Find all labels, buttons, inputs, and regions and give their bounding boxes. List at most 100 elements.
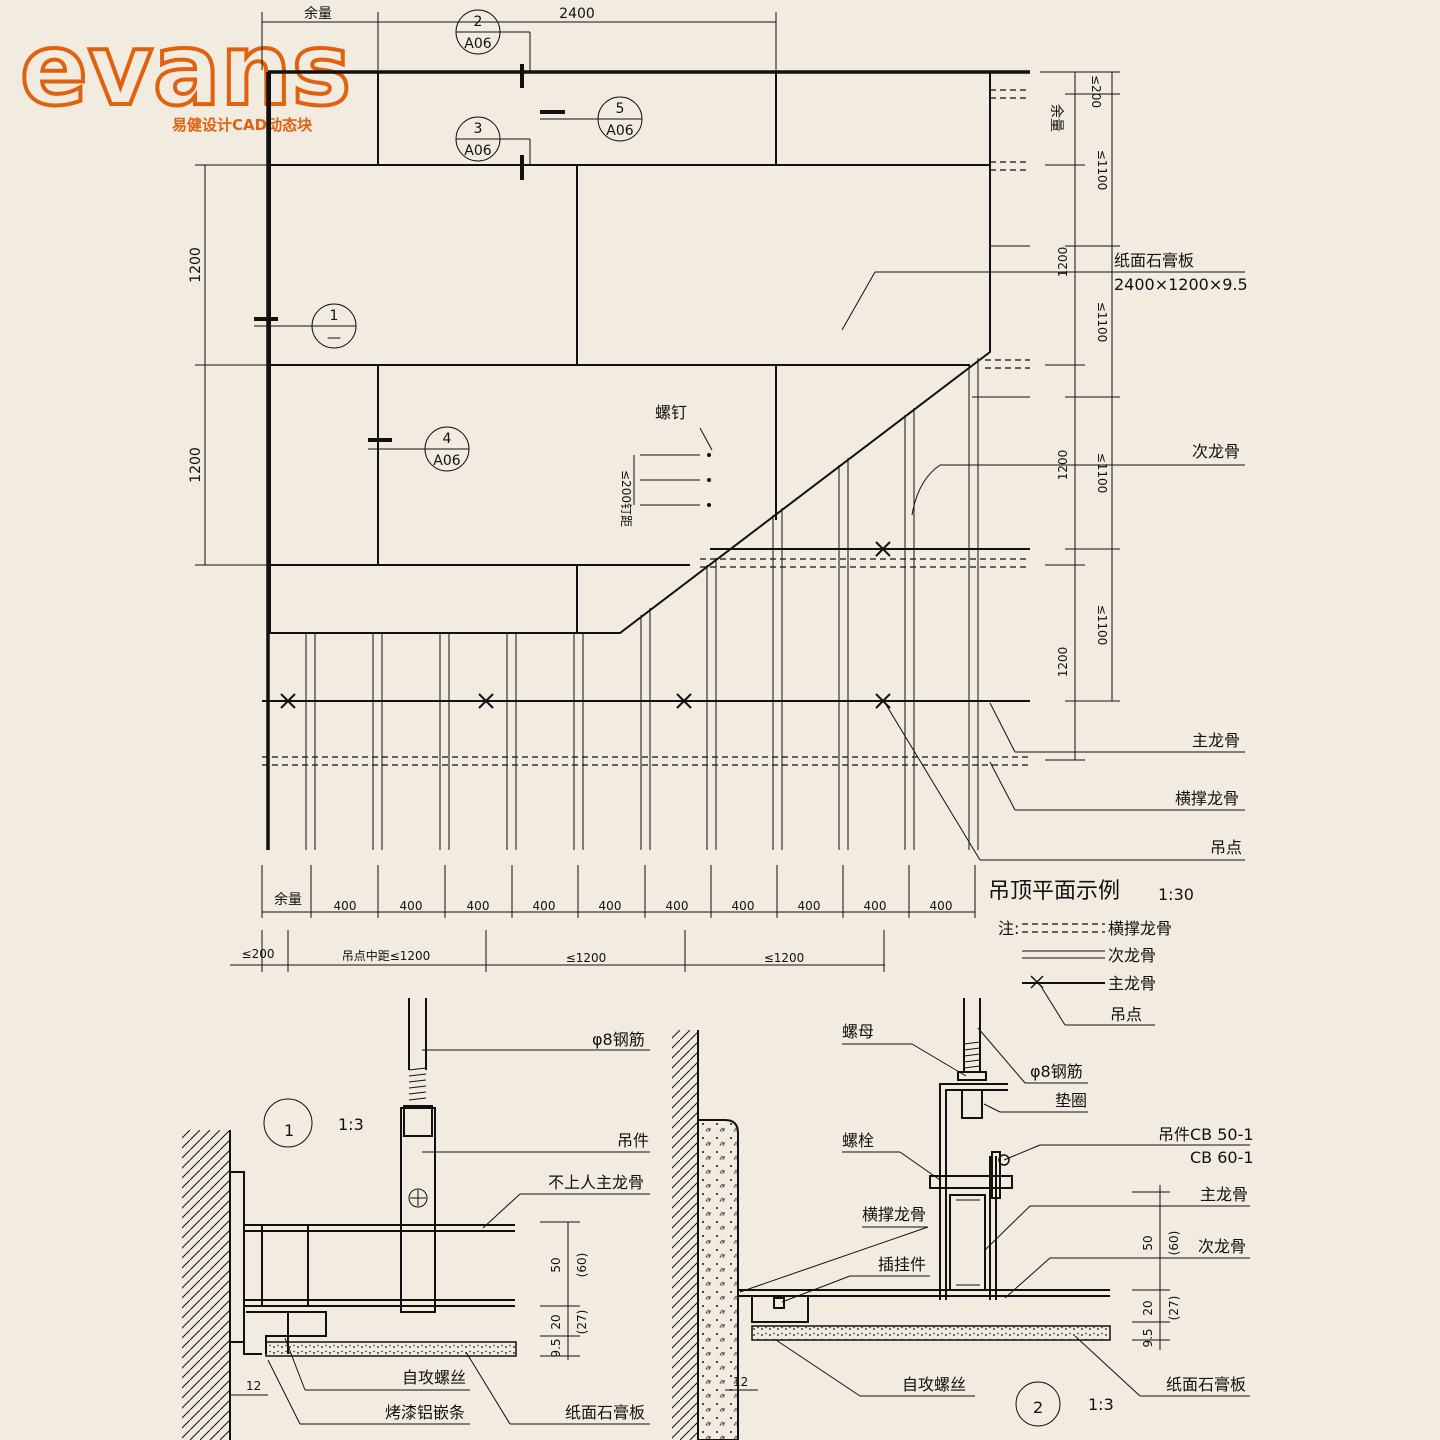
drawing-text: ≤1100 [1095,605,1109,646]
label-cross-keel: 横撑龙骨 [1175,789,1239,808]
label-hanger-point: 吊点 [1210,838,1242,857]
drawing-text: 次龙骨 [1198,1237,1246,1256]
drawing-text: ≤200 [1089,75,1103,108]
drawing-text: A06 [464,36,491,52]
callout-1: 1 — [254,303,357,349]
drawing-text: 4 [443,431,452,447]
drawing-text: 20 [549,1314,563,1329]
plan-title: 吊顶平面示例 [988,879,1120,904]
drawing-text: 12 [733,1375,748,1389]
drawing-text: 9.5 [1141,1328,1155,1347]
logo-subtitle: 易健设计CAD动态块 [172,116,313,134]
drawing-text: A06 [433,453,460,469]
board-joints [270,72,990,633]
drawing-text: (27) [1167,1296,1181,1321]
drawing-text: 不上人主龙骨 [548,1173,644,1192]
drawing-text: 垫圈 [1055,1091,1087,1110]
drawing-text: ≤1100 [1095,453,1109,494]
drawing-text: 3 [474,121,483,137]
drawing-text: 50 [549,1257,563,1272]
drawing-text: 吊点 [1110,1005,1142,1024]
drawing-text: (60) [1167,1231,1181,1256]
plan-title-legend: 吊顶平面示例 1:30 注: 横撑龙骨 次龙骨 主龙骨 吊点 [988,879,1194,1026]
drawing-text: 9.5 [549,1338,563,1357]
drawing-text: 20 [1141,1300,1155,1315]
callout-2: 2 A06 [455,9,531,72]
drawing-text: A06 [606,123,633,139]
dim-top: 余量 2400 [261,5,777,70]
drawing-text: 次龙骨 [1108,946,1156,965]
drawing-text: 1200 [1056,647,1070,678]
detail1-scale: 1:3 [338,1115,364,1134]
drawing-text: 吊件 [617,1131,649,1150]
drawing-text: 余量 [274,891,302,908]
drawing-text: 横撑龙骨 [1108,919,1172,938]
drawing-text: 自攻螺丝 [402,1368,466,1387]
detail2-num: 2 [1033,1398,1043,1417]
label-secondary-keel: 次龙骨 [1192,442,1240,461]
brand-logo: evans 易健设计CAD动态块 [18,9,353,134]
drawing-text: ≤200 [242,947,275,961]
drawing-text: 余量 [1048,104,1065,132]
drawing-text: 主龙骨 [1108,974,1156,993]
drawing-text: 螺母 [842,1022,874,1041]
drawing-text: 400 [864,899,887,913]
drawing-text: 1200 [1056,247,1070,278]
drawing-text: 12 [246,1379,261,1393]
nail-spacing-value: ≤200 [619,470,633,503]
drawing-text: 400 [798,899,821,913]
drawing-text: 1200 [188,247,204,283]
callout-4: 4 A06 [368,426,470,472]
drawing-text: φ8钢筋 [592,1030,645,1049]
dim-left: 1200 1200 [188,164,268,566]
callout-5: 5 A06 [540,96,643,142]
drawing-text: 1200 [188,447,204,483]
section-marks [254,64,565,442]
drawing-text: 纸面石膏板 [565,1403,645,1422]
drawing-text: CB 60-1 [1190,1148,1254,1167]
dim-right: ≤200 余量 ≤1100 ≤1100 ≤1100 ≤1100 1200 120… [1040,71,1120,761]
drawing-text: 400 [732,899,755,913]
drawing-text: 烤漆铝嵌条 [385,1403,465,1422]
drawing-text: 50 [1141,1235,1155,1250]
logo-mark: evans [20,11,351,128]
secondary-keels [305,358,979,850]
drawing-text: A06 [464,143,491,159]
plan-scale: 1:30 [1158,885,1194,904]
detail-1: 1 1:3 φ8钢筋 吊件 不上人主龙骨 自攻螺丝 烤漆铝嵌条 纸面石膏板 50… [182,998,650,1440]
drawing-text: ≤1200 [566,951,607,965]
drawing-text: 400 [467,899,490,913]
drawing-text: φ8钢筋 [1030,1062,1083,1081]
drawing-text: (60) [575,1253,589,1278]
drawing-text: 400 [930,899,953,913]
plan-labels: 纸面石膏板 2400×1200×9.5 次龙骨 主龙骨 横撑龙骨 吊点 [841,251,1248,861]
drawing-text: — [327,330,341,346]
drawing-text: 400 [666,899,689,913]
drawing-text: 2400 [559,6,595,22]
main-keels [262,245,1030,702]
detail1-num: 1 [284,1121,294,1140]
drawing-text: ≤1100 [1095,150,1109,191]
callout-3: 3 A06 [455,116,531,165]
nail-spacing-label: 钉距 [619,503,633,527]
hanger-points [280,541,891,709]
drawing-text: 400 [400,899,423,913]
cross-keels [262,89,1030,766]
drawing-text: 吊件CB 50-1 [1158,1125,1254,1144]
drawing-text: 400 [599,899,622,913]
dim-bottom: 余量 400 400 400 400 400 400 400 400 400 4… [230,865,976,972]
ceiling-plan [254,64,1030,850]
drawing-text: 注: [998,919,1019,938]
drawing-text: 螺栓 [842,1131,874,1150]
drawing-text: 1 [330,308,339,324]
label-board-size: 2400×1200×9.5 [1114,275,1248,294]
drawing-text: ≤1100 [1095,302,1109,343]
detail2-scale: 1:3 [1088,1395,1114,1414]
screw-label: 螺钉 [655,403,687,422]
drawing-text: (27) [575,1310,589,1335]
drawing-text: 余量 [304,5,332,22]
drawing-text: 主龙骨 [1200,1185,1248,1204]
drawing-text: 插挂件 [878,1255,926,1274]
label-board: 纸面石膏板 [1114,251,1194,270]
